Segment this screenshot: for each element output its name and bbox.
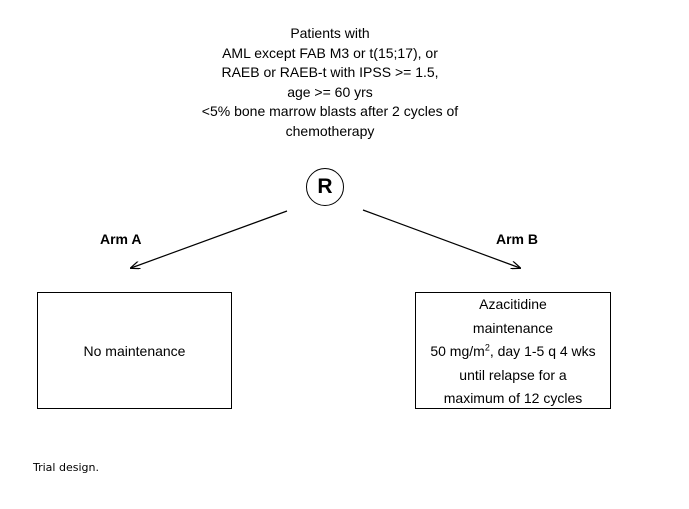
arm-b-box-line: until relapse for a <box>459 366 567 383</box>
figure-caption: Trial design. <box>33 461 99 474</box>
randomization-label: R <box>317 175 333 198</box>
arm-a-label: Arm A <box>100 231 142 247</box>
arm-b-box-line: Azacitidine <box>479 296 547 312</box>
dose-superscript: 2 <box>484 342 490 353</box>
criteria-line: AML except FAB M3 or t(15;17), or <box>222 44 438 61</box>
criteria-line: chemotherapy <box>285 122 375 139</box>
inclusion-criteria: Patients with AML except FAB M3 or t(15;… <box>170 24 490 141</box>
dose-text: 50 mg/m <box>430 343 485 359</box>
criteria-line: <5% bone marrow blasts after 2 cycles of <box>201 103 459 119</box>
arm-b-box-line: maximum of 12 cycles <box>443 390 583 406</box>
criteria-line: age >= 60 yrs <box>287 83 373 100</box>
arm-b-dose-line: 50 mg/m2, day 1-5 q 4 wks <box>416 340 610 364</box>
arm-a-box: No maintenance <box>37 292 232 409</box>
dose-schedule-text: , day 1-5 q 4 wks <box>489 343 596 359</box>
criteria-line: RAEB or RAEB-t with IPSS >= 1.5, <box>221 64 439 80</box>
randomization-node: R <box>306 168 344 206</box>
criteria-line: Patients with <box>290 25 370 41</box>
arm-b-box: Azacitidine maintenance 50 mg/m2, day 1-… <box>415 292 611 409</box>
arm-a-box-text: No maintenance <box>83 342 186 359</box>
arm-b-box-line: maintenance <box>472 319 554 336</box>
arm-b-label: Arm B <box>496 231 539 247</box>
arrow-to-arm-a <box>131 210 288 268</box>
